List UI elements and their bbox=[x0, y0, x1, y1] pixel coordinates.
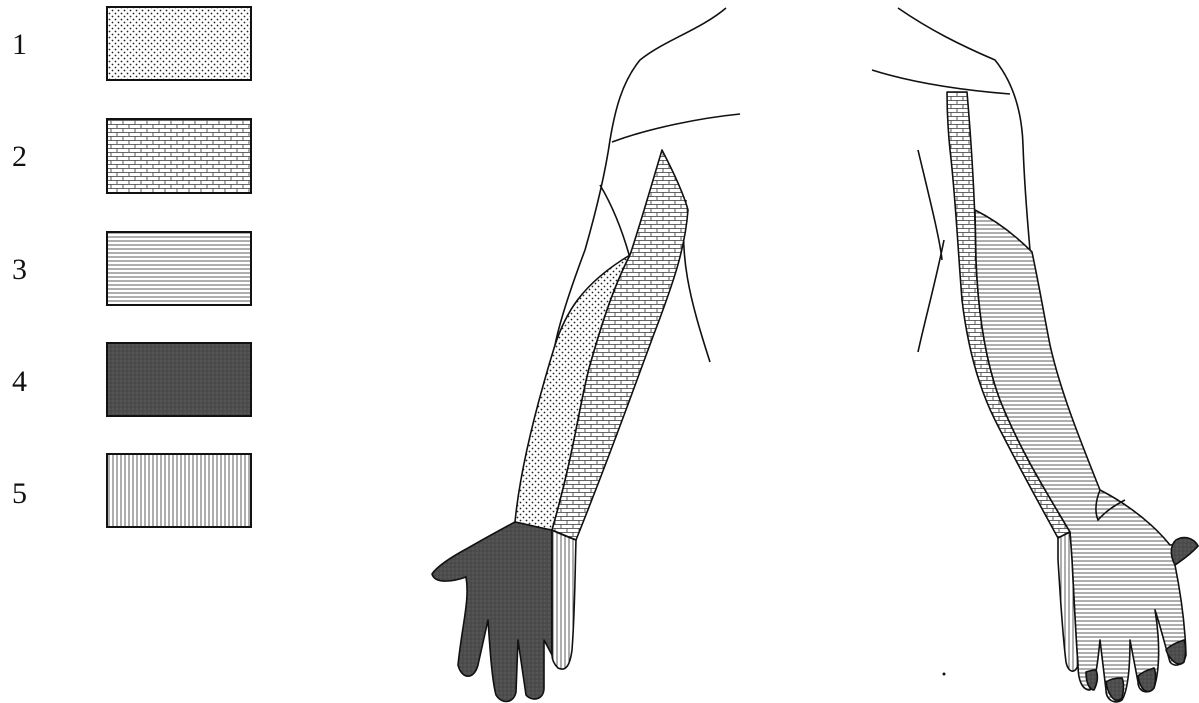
left-hand-region-dark bbox=[432, 522, 552, 701]
left-hand-region-vlines bbox=[552, 530, 576, 669]
legend-swatch-5 bbox=[107, 454, 251, 527]
left-arm-inner-line bbox=[600, 185, 630, 258]
left-arm bbox=[432, 8, 740, 701]
stray-dot bbox=[943, 673, 946, 676]
left-arm-axilla-line bbox=[612, 114, 740, 142]
legend-swatch-2 bbox=[107, 119, 251, 193]
right-hand-thumb-tip-dark bbox=[1171, 538, 1198, 565]
right-arm-elbow-line bbox=[918, 240, 944, 352]
right-arm bbox=[872, 8, 1198, 702]
right-arm-inner-fold bbox=[918, 150, 942, 260]
right-arm-back-line bbox=[872, 70, 1010, 94]
right-arm-region-hlines bbox=[975, 210, 1198, 702]
legend-swatch-1 bbox=[107, 7, 251, 80]
legend-swatch-3 bbox=[107, 232, 251, 305]
left-arm-biceps-line bbox=[683, 200, 710, 362]
legend-swatch-4 bbox=[107, 343, 251, 416]
